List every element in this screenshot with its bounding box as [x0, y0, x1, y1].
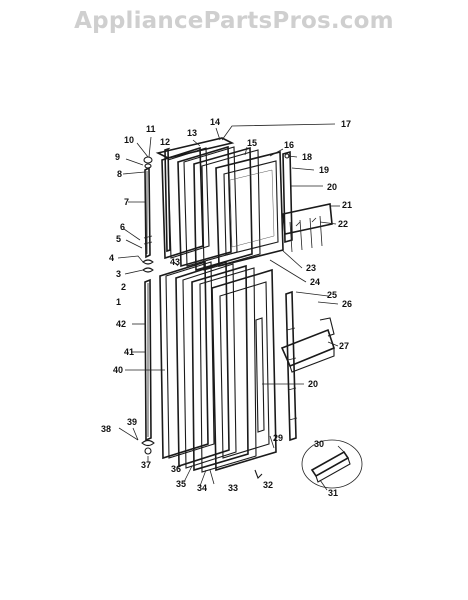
callout-16: 16 — [284, 140, 294, 150]
callout-30: 30 — [314, 439, 324, 449]
callout-23: 23 — [306, 263, 316, 273]
callout-3: 3 — [116, 269, 121, 279]
callout-31: 31 — [328, 488, 338, 498]
callout-34: 34 — [197, 483, 207, 493]
lower-hinge-strip — [141, 278, 155, 455]
callout-14: 14 — [210, 117, 220, 127]
callout-1: 1 — [116, 297, 121, 307]
callout-21: 21 — [342, 200, 352, 210]
leader-lines — [117, 123, 340, 491]
callout-40: 40 — [113, 365, 123, 375]
callout-8: 8 — [117, 169, 122, 179]
freezer-shelf-rack — [282, 203, 333, 253]
callout-9: 9 — [115, 152, 120, 162]
thin-trim-strip — [164, 147, 171, 253]
callout-4: 4 — [109, 253, 114, 263]
fresh-food-door-panels — [159, 260, 298, 473]
callout-2: 2 — [121, 282, 126, 292]
callout-41: 41 — [124, 347, 134, 357]
bottom-clip — [254, 469, 263, 479]
callout-22: 22 — [338, 219, 348, 229]
callout-labels: 11 10 9 8 7 6 5 4 3 2 1 42 41 40 39 38 3… — [101, 117, 352, 498]
callout-12: 12 — [160, 137, 170, 147]
callout-17: 17 — [341, 119, 351, 129]
callout-36: 36 — [171, 464, 181, 474]
callout-20-lower: 20 — [308, 379, 318, 389]
callout-27: 27 — [339, 341, 349, 351]
callout-32: 32 — [263, 480, 273, 490]
callout-10: 10 — [124, 135, 134, 145]
callout-26: 26 — [342, 299, 352, 309]
callout-24: 24 — [310, 277, 320, 287]
callout-37: 37 — [141, 460, 151, 470]
callout-19: 19 — [319, 165, 329, 175]
callout-11: 11 — [146, 124, 156, 134]
callout-20-upper: 20 — [327, 182, 337, 192]
callout-43: 43 — [170, 257, 180, 267]
callout-7: 7 — [124, 197, 129, 207]
handle-inset — [301, 439, 363, 489]
callout-6: 6 — [120, 222, 125, 232]
callout-15: 15 — [247, 138, 257, 148]
callout-42: 42 — [116, 319, 126, 329]
freezer-door-panels — [155, 137, 293, 272]
watermark-text: AppliancePartsPros.com — [74, 8, 394, 34]
callout-35: 35 — [176, 479, 186, 489]
callout-29: 29 — [273, 433, 283, 443]
callout-39: 39 — [127, 417, 137, 427]
callout-18: 18 — [302, 152, 312, 162]
upper-hinge-strip — [142, 156, 154, 273]
callout-33: 33 — [228, 483, 238, 493]
door-bin — [280, 317, 335, 373]
callout-38: 38 — [101, 424, 111, 434]
callout-5: 5 — [116, 234, 121, 244]
callout-13: 13 — [187, 128, 197, 138]
callout-25: 25 — [327, 290, 337, 300]
